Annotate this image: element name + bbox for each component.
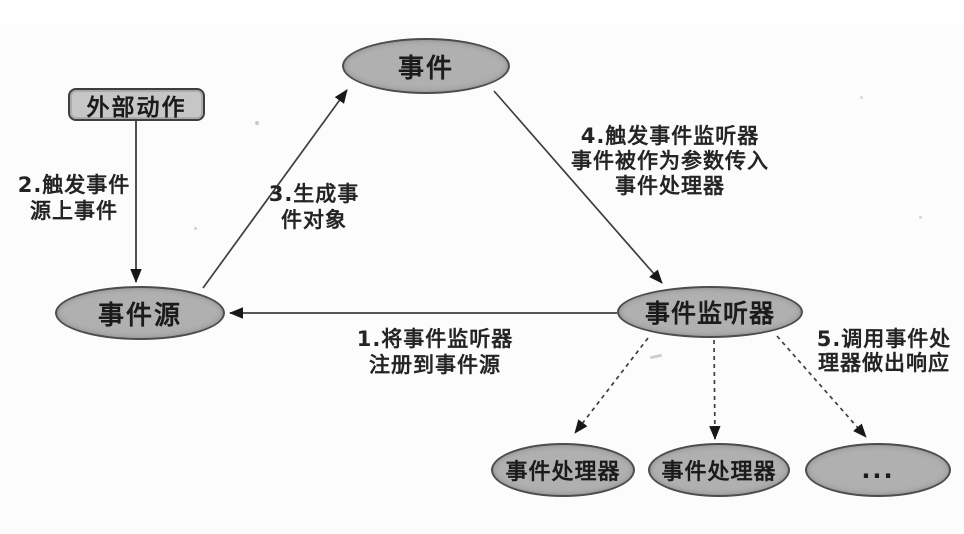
edge-label-step2: 2.触发事件 源上事件	[4, 172, 144, 224]
edge-label-step5: 5.调用事件处 理器做出响应	[808, 327, 960, 375]
node-event-handler-more-label: ...	[861, 456, 895, 484]
node-event-label: 事件	[397, 53, 454, 84]
edge-label-step1-line1: 1.将事件监听器	[356, 327, 514, 351]
edge-label-step1: 1.将事件监听器 注册到事件源	[340, 326, 530, 378]
scan-speck	[860, 96, 863, 99]
scan-speck	[919, 216, 922, 219]
edge-label-step1-line2: 注册到事件源	[369, 353, 501, 377]
node-event-listener: 事件监听器	[617, 286, 803, 338]
edge-label-step3-line2: 件对象	[281, 208, 347, 232]
scan-speck	[194, 227, 197, 230]
node-event-source-label: 事件源	[97, 300, 182, 331]
edge-label-step4-line1: 4.触发事件监听器	[580, 124, 760, 148]
edge-label-step4-line2: 事件被作为参数传入	[571, 149, 769, 173]
edge-notify-listener	[493, 90, 663, 284]
node-event-listener-label: 事件监听器	[644, 299, 775, 328]
node-external-action: 外部动作	[68, 88, 205, 121]
edge-label-step3: 3.生成事 件对象	[256, 181, 372, 233]
node-event-handler-1-label: 事件处理器	[505, 460, 621, 485]
edge-generate-event	[202, 89, 348, 289]
edge-label-step4: 4.触发事件监听器 事件被作为参数传入 事件处理器	[545, 124, 795, 199]
edge-label-step4-line3: 事件处理器	[615, 174, 725, 198]
node-event-handler-2: 事件处理器	[648, 443, 790, 497]
edge-label-step2-line1: 2.触发事件	[17, 173, 131, 197]
node-event-source: 事件源	[55, 286, 225, 340]
node-event: 事件	[342, 38, 510, 94]
edge-invoke-handler-2	[709, 339, 721, 441]
node-external-action-label: 外部动作	[86, 94, 187, 121]
edge-label-step5-line2: 理器做出响应	[818, 351, 950, 375]
edge-label-step2-line2: 源上事件	[30, 199, 118, 223]
edge-label-step5-line1: 5.调用事件处	[816, 327, 952, 351]
edge-invoke-handler-3	[776, 335, 867, 438]
edge-invoke-handler-1	[574, 337, 649, 434]
scan-speck	[255, 121, 259, 125]
node-event-handler-2-label: 事件处理器	[661, 460, 777, 485]
node-event-handler-more: ...	[805, 443, 951, 497]
node-event-handler-1: 事件处理器	[491, 443, 635, 497]
edge-label-step3-line1: 3.生成事	[268, 182, 360, 206]
